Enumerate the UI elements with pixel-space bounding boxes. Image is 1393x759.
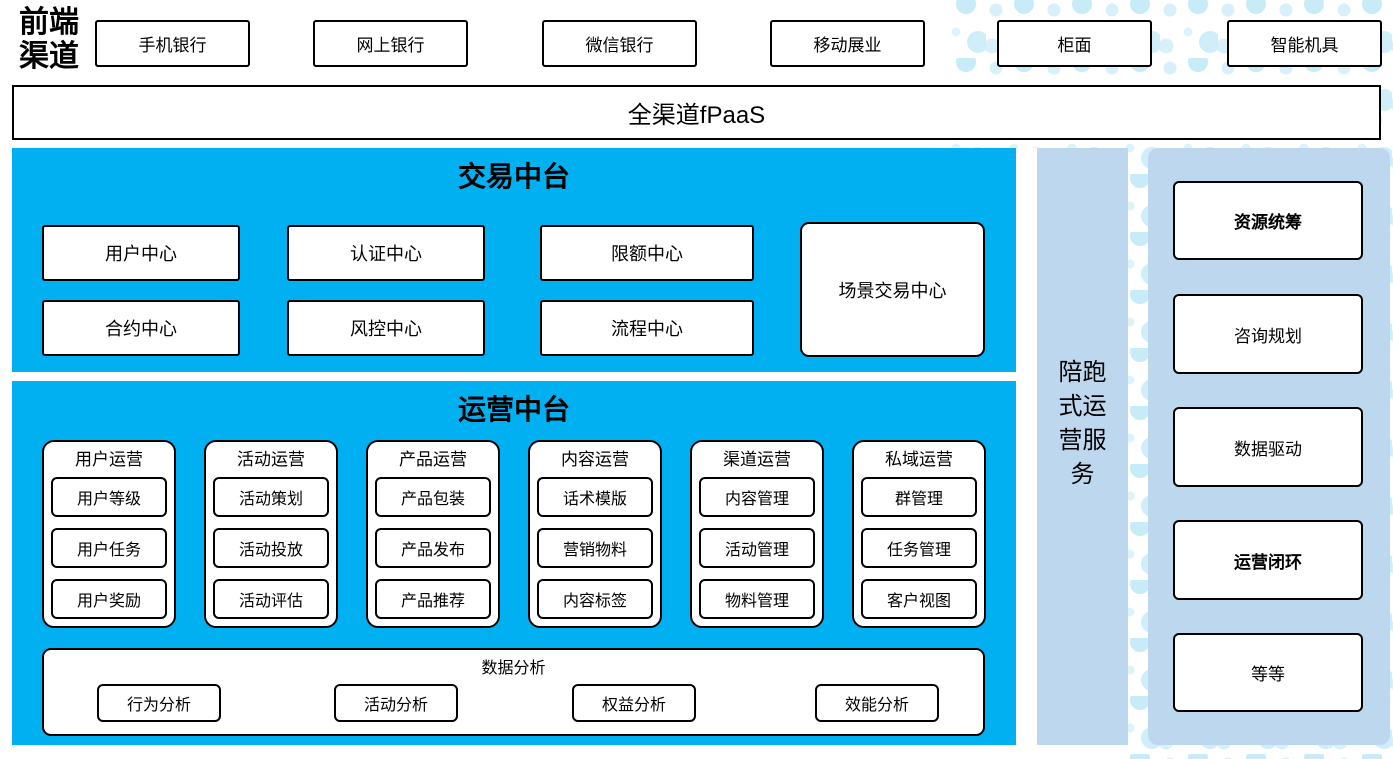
transaction-platform-title: 交易中台	[457, 161, 570, 192]
analysis-box-behavior: 行为分析	[97, 684, 221, 722]
operation-platform-title: 运营中台	[457, 394, 570, 425]
channel-box-wechat-banking: 微信银行	[542, 20, 697, 67]
companion-service-bar: 陪跑式运营服务	[1037, 148, 1128, 745]
channel-box-smart-devices: 智能机具	[1227, 20, 1382, 67]
service-box-data-driven: 数据驱动	[1173, 407, 1363, 487]
ops-item: 营销物料	[537, 528, 653, 568]
ops-item: 用户等级	[51, 477, 167, 517]
ops-item: 话术模版	[537, 477, 653, 517]
ops-item: 活动管理	[699, 528, 815, 568]
center-box-risk: 风控中心	[287, 300, 485, 356]
channel-box-mobile-business: 移动展业	[770, 20, 925, 67]
data-analysis-title: 数据分析	[481, 660, 546, 677]
ops-item: 活动策划	[213, 477, 329, 517]
ops-column-user: 用户运营 用户等级 用户任务 用户奖励	[42, 440, 176, 628]
analysis-box-activity: 活动分析	[334, 684, 458, 722]
ops-item: 活动评估	[213, 579, 329, 619]
ops-column-title: 私域运营	[885, 450, 953, 469]
ops-column-channel: 渠道运营 内容管理 活动管理 物料管理	[690, 440, 824, 628]
center-box-contract: 合约中心	[42, 300, 240, 356]
analysis-box-efficiency: 效能分析	[815, 684, 939, 722]
analysis-box-rights: 权益分析	[572, 684, 696, 722]
ops-column-title: 产品运营	[399, 450, 467, 469]
fpaas-bar: 全渠道fPaaS	[12, 85, 1381, 140]
ops-column-title: 渠道运营	[723, 450, 791, 469]
service-box-etc: 等等	[1173, 633, 1363, 712]
ops-item: 物料管理	[699, 579, 815, 619]
center-box-limit: 限额中心	[540, 225, 754, 281]
ops-item: 内容管理	[699, 477, 815, 517]
center-box-auth: 认证中心	[287, 225, 485, 281]
center-box-user: 用户中心	[42, 225, 240, 281]
ops-item: 产品推荐	[375, 579, 491, 619]
ops-column-title: 活动运营	[237, 450, 305, 469]
ops-item: 产品包装	[375, 477, 491, 517]
center-box-process: 流程中心	[540, 300, 754, 356]
ops-column-product: 产品运营 产品包装 产品发布 产品推荐	[366, 440, 500, 628]
ops-column-private-domain: 私域运营 群管理 任务管理 客户视图	[852, 440, 986, 628]
ops-column-title: 内容运营	[561, 450, 629, 469]
channel-box-counter: 柜面	[997, 20, 1152, 67]
ops-item: 用户奖励	[51, 579, 167, 619]
ops-column-content: 内容运营 话术模版 营销物料 内容标签	[528, 440, 662, 628]
ops-item: 用户任务	[51, 528, 167, 568]
companion-service-label: 陪跑式运营服务	[1058, 358, 1107, 488]
service-box-consulting: 咨询规划	[1173, 294, 1363, 374]
ops-item: 活动投放	[213, 528, 329, 568]
ops-item: 群管理	[861, 477, 977, 517]
service-box-operation-loop: 运营闭环	[1173, 520, 1363, 600]
ops-item: 客户视图	[861, 579, 977, 619]
ops-item: 产品发布	[375, 528, 491, 568]
channel-box-mobile-banking: 手机银行	[95, 20, 250, 67]
ops-column-activity: 活动运营 活动策划 活动投放 活动评估	[204, 440, 338, 628]
center-box-scene-transaction: 场景交易中心	[800, 222, 985, 357]
channel-box-online-banking: 网上银行	[313, 20, 468, 67]
ops-column-title: 用户运营	[75, 450, 143, 469]
ops-item: 内容标签	[537, 579, 653, 619]
front-channel-label: 前端渠道	[19, 6, 79, 73]
ops-item: 任务管理	[861, 528, 977, 568]
service-box-resource-planning: 资源统筹	[1173, 181, 1363, 260]
